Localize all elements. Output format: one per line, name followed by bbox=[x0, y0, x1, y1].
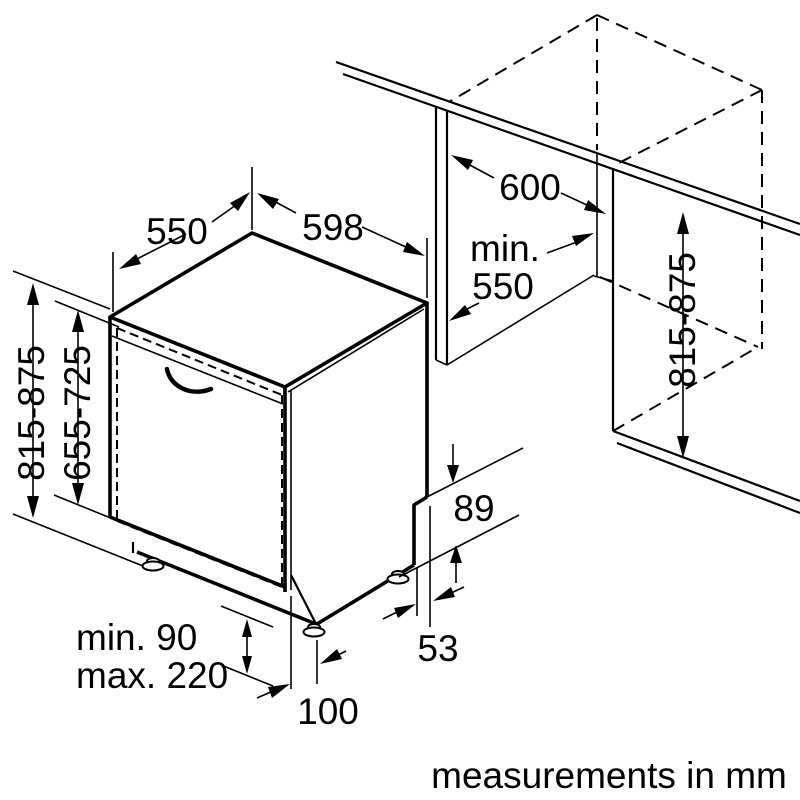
reference-tick bbox=[12, 513, 144, 567]
dim-top-depth-label: 550 bbox=[146, 211, 208, 252]
dim-niche-depth-value: 550 bbox=[472, 266, 534, 307]
niche-floor-lower-edge bbox=[616, 441, 800, 515]
dishwasher-rear-notch bbox=[412, 495, 428, 565]
dimension-top-depth: 550 bbox=[112, 167, 253, 312]
reference-tick bbox=[12, 270, 111, 310]
niche-left-panel-bottom-receding bbox=[446, 274, 595, 366]
arrowhead bbox=[447, 465, 459, 483]
niche-hidden-outline bbox=[448, 14, 763, 432]
dim-niche-width-label: 600 bbox=[499, 167, 561, 208]
arrowhead bbox=[394, 604, 416, 618]
foot-base bbox=[141, 560, 165, 572]
dimension-notch-depth: 53 bbox=[382, 506, 465, 669]
niche-structure bbox=[434, 14, 800, 515]
dimension-niche-depth: min. 550 bbox=[449, 228, 594, 321]
foot-base bbox=[302, 626, 326, 638]
niche-dashed-top-right-edge bbox=[596, 14, 763, 91]
arrow-shaft bbox=[211, 204, 237, 223]
arrowhead bbox=[677, 212, 689, 234]
dishwasher-base-right-edge bbox=[290, 574, 317, 625]
arrowhead bbox=[451, 155, 473, 170]
dishwasher-top-face bbox=[108, 231, 429, 389]
dimension-niche-width: 600 bbox=[451, 155, 606, 214]
arrowhead bbox=[403, 242, 425, 256]
dim-niche-height-label: 815-875 bbox=[662, 252, 703, 388]
countertop bbox=[335, 60, 800, 237]
dishwasher-top-inner-edge bbox=[287, 308, 425, 393]
niche-dashed-bottom-back-edge bbox=[599, 276, 759, 348]
dim-notch-height-label: 89 bbox=[453, 488, 494, 529]
foot-front-right bbox=[302, 623, 326, 638]
furniture-door-outline bbox=[116, 327, 283, 588]
arrow-shaft bbox=[560, 192, 590, 207]
dim-top-width-label: 598 bbox=[302, 207, 364, 248]
reference-tick bbox=[220, 664, 274, 687]
reference-tick bbox=[53, 494, 119, 522]
units-note: measurements in mm bbox=[431, 755, 787, 796]
niche-dashed-top-left-edge bbox=[448, 14, 598, 103]
arrowhead bbox=[449, 305, 471, 321]
arrow-shaft bbox=[361, 226, 409, 249]
door-dashed-top bbox=[116, 327, 283, 396]
dimension-niche-height: 815-875 bbox=[662, 212, 703, 458]
dishwasher-base-bottom-edge bbox=[136, 550, 317, 626]
arrowhead bbox=[257, 193, 279, 209]
arrowhead bbox=[572, 233, 594, 246]
niche-left-panel-bottom bbox=[435, 359, 448, 366]
arrowhead bbox=[27, 496, 39, 518]
door-dashed-bottom bbox=[116, 520, 283, 588]
dim-foot-setback-label: 100 bbox=[297, 691, 359, 732]
door-handle bbox=[164, 366, 214, 394]
dishwasher bbox=[108, 231, 429, 638]
dim-door-height-label: 655-725 bbox=[57, 345, 98, 481]
dimension-top-width: 598 bbox=[257, 193, 428, 298]
dimension-foot-setback: 100 bbox=[256, 596, 359, 732]
dim-plinth-min-label: min. 90 bbox=[76, 617, 197, 658]
arrowhead bbox=[320, 649, 342, 664]
niche-dashed-bottom-front-edge bbox=[612, 346, 759, 432]
arrowhead bbox=[584, 200, 606, 214]
dim-appliance-height-label: 815-875 bbox=[11, 345, 52, 481]
arrow-shaft bbox=[132, 233, 187, 262]
arrowhead bbox=[72, 310, 84, 332]
foot-base bbox=[386, 573, 410, 585]
dishwasher-door-bottom-edge bbox=[109, 515, 286, 589]
reference-tick bbox=[220, 605, 274, 628]
reference-tick bbox=[54, 300, 120, 328]
arrowhead bbox=[72, 483, 84, 505]
reference-tick bbox=[426, 447, 524, 498]
niche-floor-front-edge bbox=[612, 429, 800, 503]
arrowhead bbox=[242, 656, 252, 674]
arrowhead bbox=[450, 545, 462, 563]
countertop-lower-edge bbox=[342, 72, 800, 237]
arrow-shaft bbox=[467, 163, 495, 179]
dim-plinth-max-label: max. 220 bbox=[76, 655, 228, 696]
arrowhead bbox=[27, 283, 39, 305]
arrowhead bbox=[230, 192, 250, 211]
arrowhead bbox=[242, 619, 252, 637]
reference-tick bbox=[398, 514, 520, 578]
dimension-appliance-height: 815-875 bbox=[11, 270, 144, 567]
arrowhead bbox=[268, 684, 290, 698]
dim-niche-depth-prefix: min. bbox=[470, 228, 540, 269]
arrow-shaft bbox=[546, 241, 578, 254]
dimension-notch-height: 89 bbox=[398, 444, 524, 583]
dimension-door-height: 655-725 bbox=[53, 300, 120, 522]
arrowhead bbox=[433, 587, 455, 601]
arrowhead bbox=[677, 436, 689, 458]
arrowhead bbox=[119, 254, 141, 269]
dimension-plinth-height: min. 90 max. 220 bbox=[76, 605, 274, 696]
dishwasher-door-top-edge bbox=[111, 335, 284, 405]
niche-dashed-front-top-edge bbox=[612, 89, 763, 167]
dim-notch-depth-label: 53 bbox=[417, 628, 458, 669]
countertop-front-edge bbox=[335, 60, 800, 226]
